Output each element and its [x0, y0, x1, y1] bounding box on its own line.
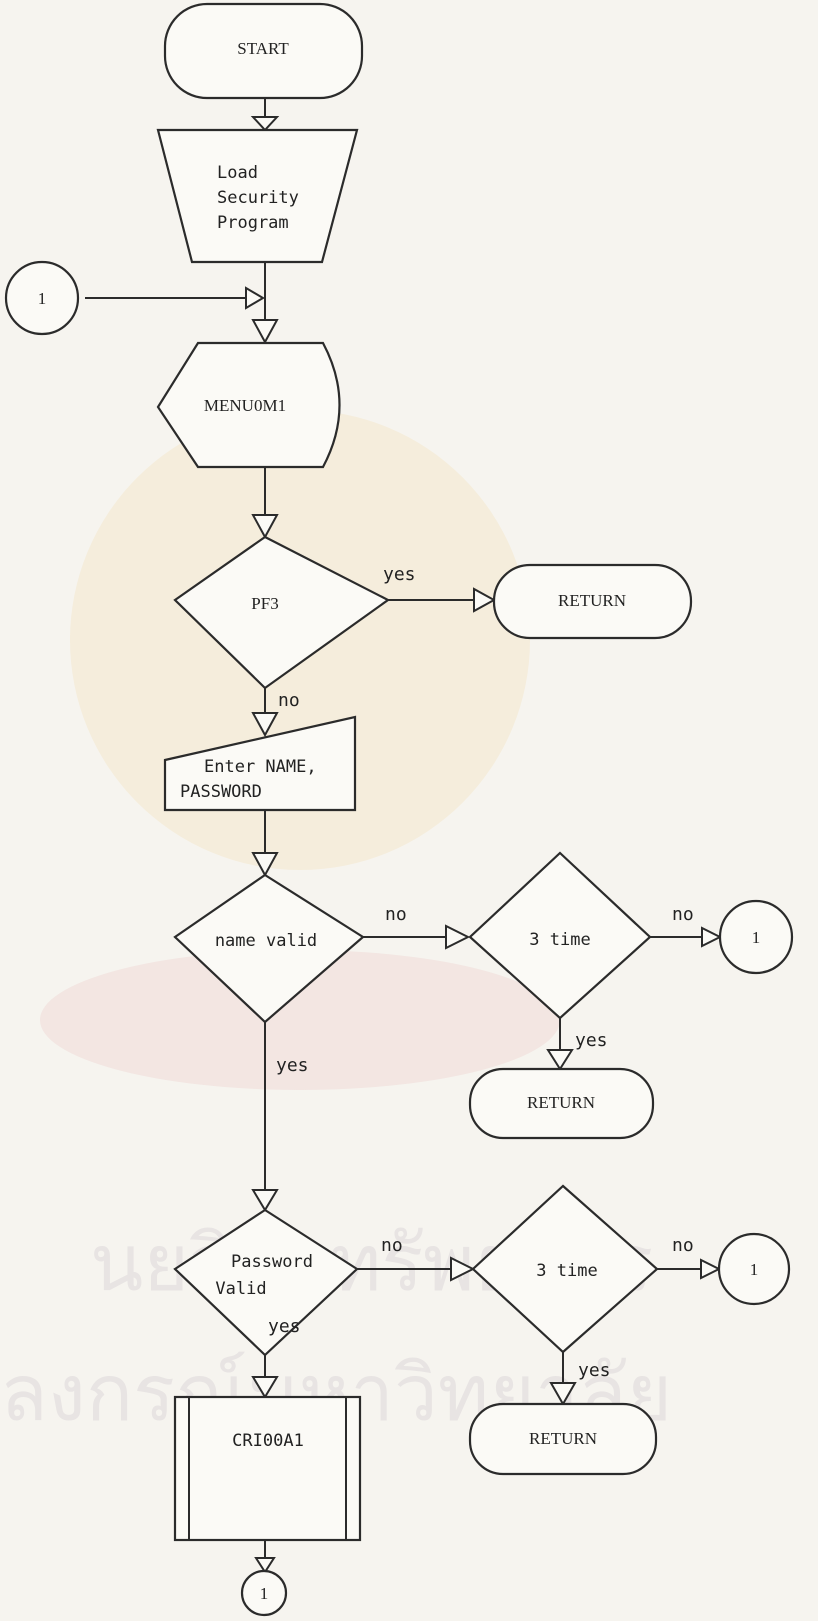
load-program-operation: Load Security Program [156, 128, 359, 264]
password-retry-decision-shape [471, 1184, 659, 1354]
return-password-label: RETURN [529, 1429, 597, 1448]
return-pf3-shape [492, 563, 693, 640]
name-valid-decision-shape [173, 873, 365, 1024]
return-name-label: RETURN [527, 1093, 595, 1112]
name-retry-yes-label: yes [575, 1030, 608, 1051]
arrowhead-menu [251, 319, 279, 345]
connector-1-entry: 1 [4, 260, 80, 336]
connector-entry-label: 1 [38, 289, 47, 308]
arrowhead-subprogram [251, 1376, 279, 1399]
connector-name-label: 1 [752, 928, 761, 947]
menu-display-shape [156, 341, 341, 469]
arrowhead-pf3 [251, 514, 279, 540]
credentials-input-label-line-2: PASSWORD [180, 782, 262, 802]
connector-name-circle [718, 899, 794, 975]
name-valid-label: name valid [215, 931, 317, 951]
watermark-seal-base [40, 950, 560, 1090]
name-retry-no-label: no [672, 904, 694, 925]
connector-1-password: 1 [717, 1232, 791, 1306]
connector-1-end: 1 [240, 1569, 288, 1617]
name-valid-yes-label: yes [276, 1055, 309, 1076]
arrowhead-password-retry [450, 1256, 476, 1282]
arrowhead-name-connector [701, 926, 723, 948]
connector-end-circle [240, 1569, 288, 1617]
arrowhead-input [251, 712, 279, 738]
return-pf3-terminator: RETURN [492, 563, 693, 640]
connector-password-label: 1 [750, 1260, 759, 1279]
arrowhead-connector-end [254, 1557, 276, 1574]
arrowhead-name-valid [251, 852, 279, 878]
name-retry-label: 3 time [529, 930, 590, 950]
arrowheads [245, 116, 723, 1574]
arrowhead-load [250, 116, 280, 132]
password-retry-decision: 3 time [471, 1184, 659, 1354]
connector-entry-circle [4, 260, 80, 336]
arrowhead-connector-in [245, 286, 265, 310]
load-program-shape [156, 128, 359, 264]
pf3-yes-label: yes [383, 564, 416, 585]
load-program-label-line-3: Program [217, 213, 289, 233]
name-valid-decision: name valid [173, 873, 365, 1024]
start-terminator: START [163, 2, 364, 100]
start-shape [163, 2, 364, 100]
start-label: START [237, 39, 289, 58]
pf3-decision-label: PF3 [251, 594, 278, 613]
arrowhead-name-retry [445, 924, 471, 950]
name-retry-decision: 3 time [468, 851, 652, 1020]
credentials-input-label-line-1: Enter NAME, [204, 757, 317, 777]
password-valid-no-label: no [381, 1235, 403, 1256]
credentials-input: Enter NAME, PASSWORD [163, 715, 357, 812]
password-retry-no-label: no [672, 1235, 694, 1256]
flow-lines [85, 98, 702, 1558]
menu-display: MENU0M1 [156, 341, 341, 469]
connector-1-name: 1 [718, 899, 794, 975]
load-program-label-line-2: Security [217, 188, 299, 208]
return-name-terminator: RETURN [468, 1067, 655, 1140]
password-valid-label-line-2: Valid [215, 1279, 266, 1299]
credentials-input-shape [163, 715, 357, 812]
subprogram-shape [173, 1395, 362, 1542]
arrowhead-password-valid [251, 1189, 279, 1212]
password-valid-decision-shape [173, 1208, 359, 1357]
subprogram-label: CRI00A1 [232, 1431, 304, 1451]
return-password-terminator: RETURN [468, 1402, 658, 1476]
connector-end-label: 1 [260, 1584, 269, 1603]
name-retry-decision-shape [468, 851, 652, 1020]
pf3-decision-shape [173, 535, 391, 690]
return-name-shape [468, 1067, 655, 1140]
password-valid-decision: Password Valid [173, 1208, 359, 1357]
arrowhead-return-name [546, 1049, 574, 1071]
pf3-no-label: no [278, 690, 300, 711]
pf3-decision: PF3 [173, 535, 391, 690]
password-retry-yes-label: yes [578, 1360, 611, 1381]
subprogram-process: CRI00A1 [173, 1395, 362, 1542]
name-valid-no-label: no [385, 904, 407, 925]
password-valid-yes-label: yes [268, 1316, 301, 1337]
password-valid-label-line-1: Password [231, 1252, 313, 1272]
connector-password-circle [717, 1232, 791, 1306]
arrowhead-return-pf3 [473, 587, 497, 613]
arrowhead-password-connector [700, 1258, 722, 1280]
arrowhead-return-password [549, 1382, 577, 1407]
load-program-label-line-1: Load [217, 163, 258, 183]
password-retry-label: 3 time [536, 1261, 597, 1281]
return-password-shape [468, 1402, 658, 1476]
return-pf3-label: RETURN [558, 591, 626, 610]
menu-display-label: MENU0M1 [204, 396, 286, 415]
